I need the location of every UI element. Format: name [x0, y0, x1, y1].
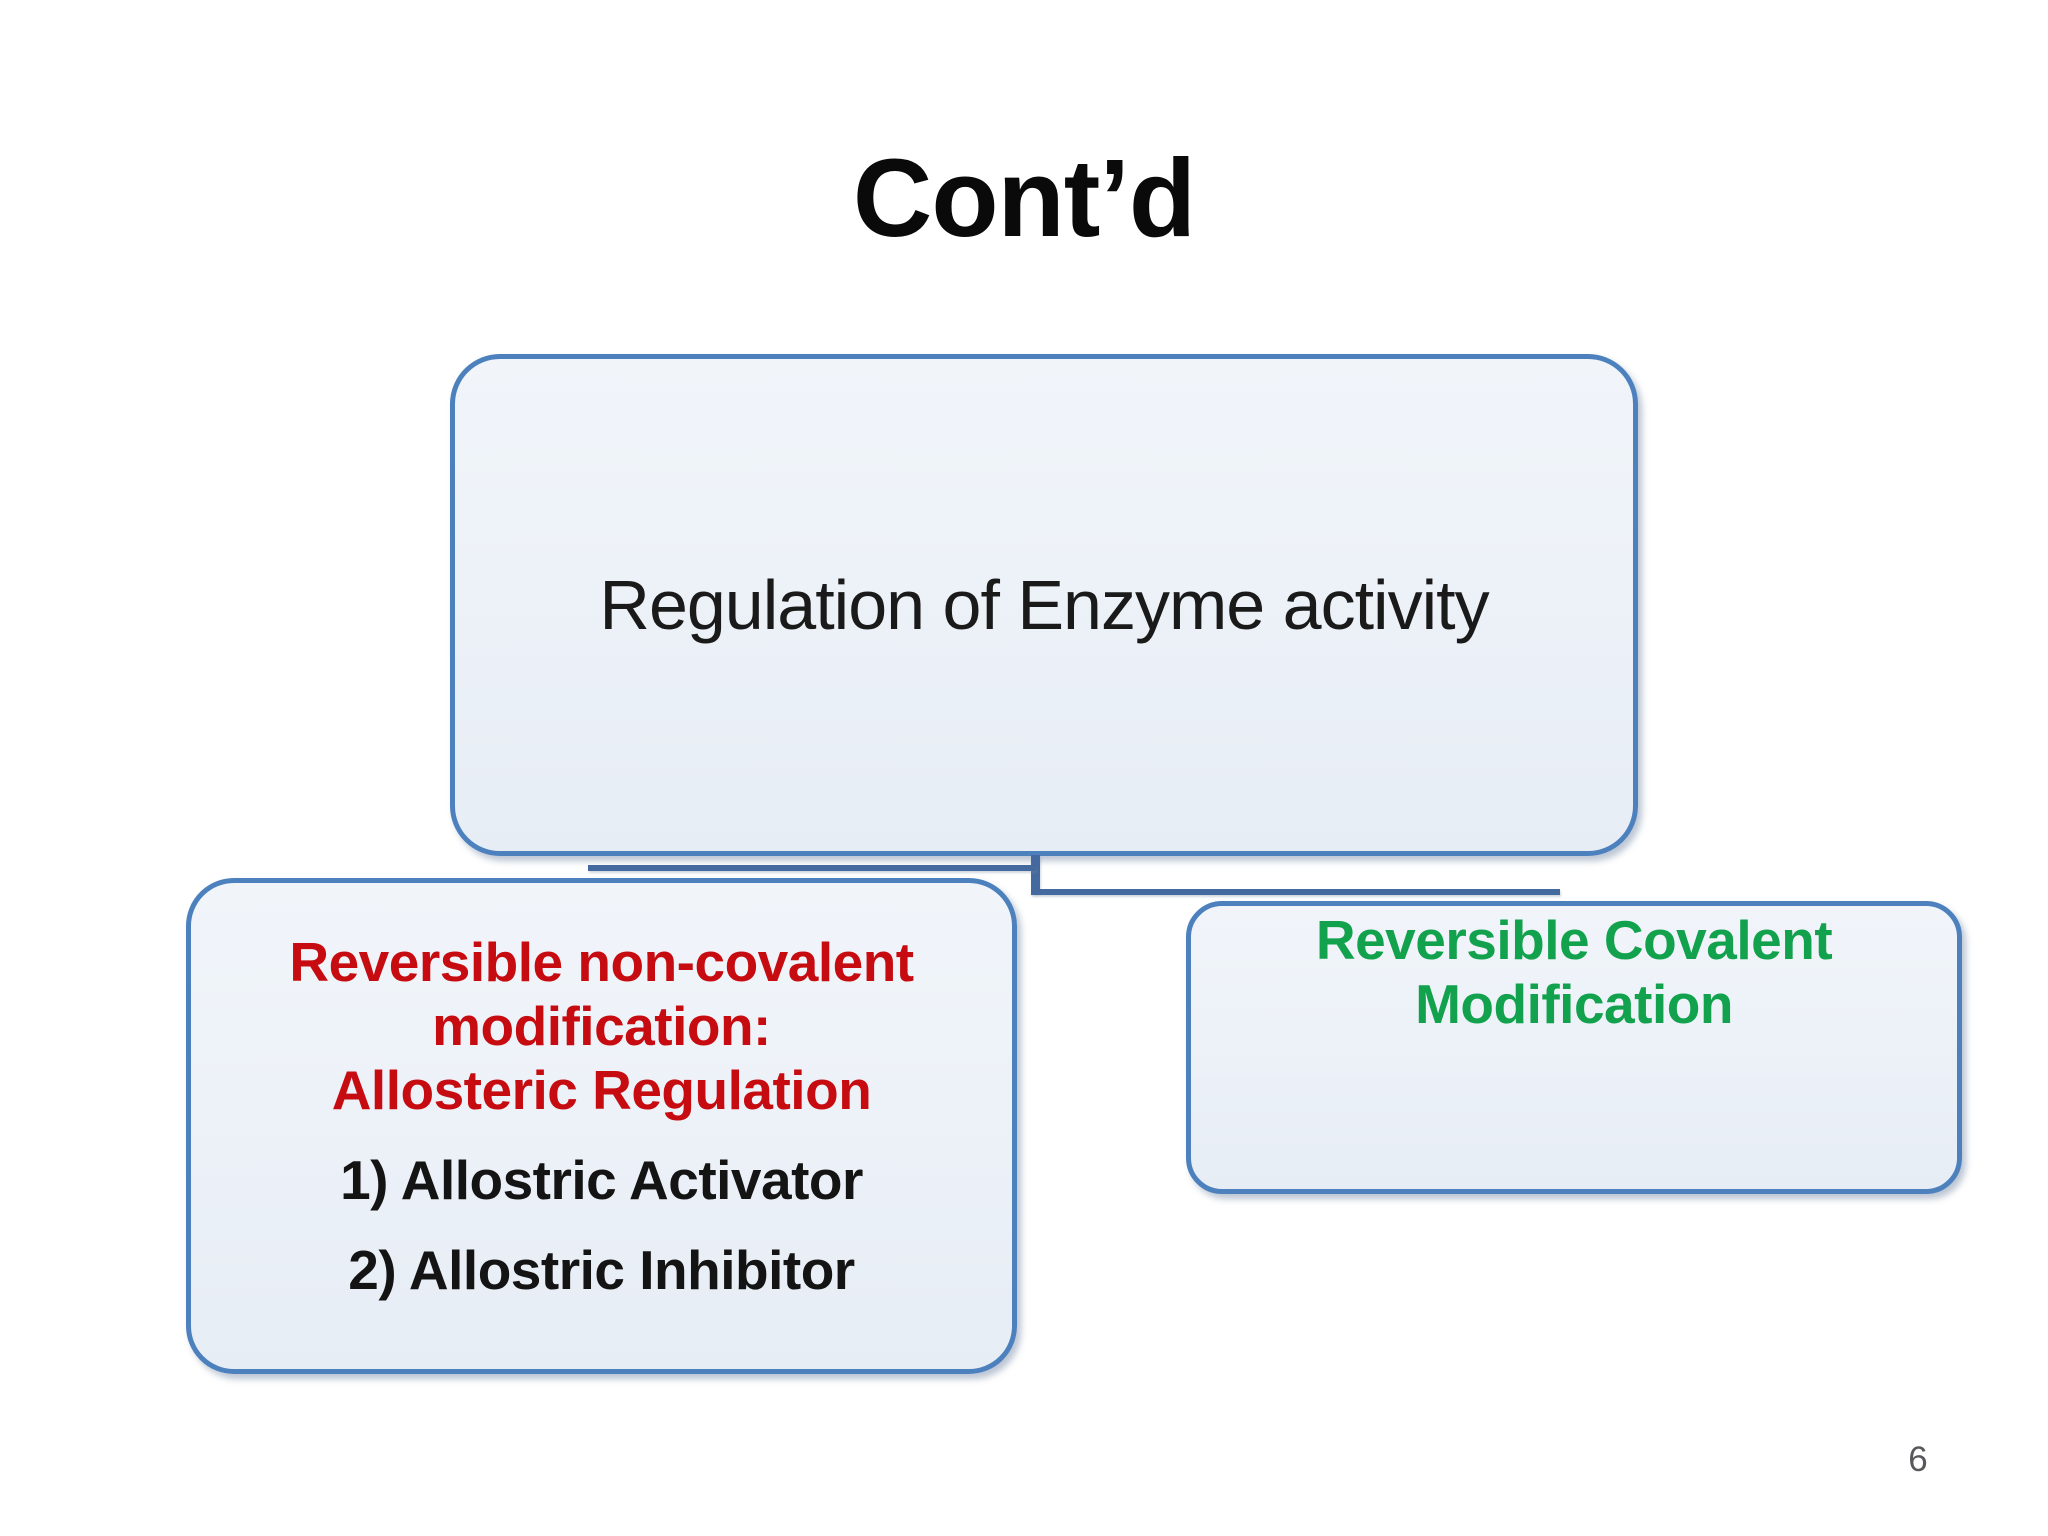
left-box-heading-line: Allosteric Regulation — [331, 1059, 872, 1121]
slide-title: Cont’d — [852, 137, 1196, 260]
left-box-list-item: 2) Allostric Inhibitor — [348, 1239, 855, 1301]
page-number: 6 — [1908, 1440, 1928, 1479]
child-node-covalent: Reversible Covalent Modification — [1186, 901, 1962, 1194]
connector-parent-stub — [1031, 855, 1040, 893]
root-node-label: Regulation of Enzyme activity — [599, 566, 1489, 644]
child-node-noncovalent: Reversible non-covalent modification: Al… — [186, 878, 1017, 1374]
connector-left-branch — [588, 865, 1036, 871]
left-box-heading-line: modification: — [432, 995, 771, 1057]
connector-right-branch — [1031, 889, 1560, 895]
left-box-list-item: 1) Allostric Activator — [340, 1149, 863, 1211]
left-box-heading-line: Reversible non-covalent — [289, 931, 914, 993]
right-box-heading-line: Reversible Covalent — [1315, 909, 1833, 971]
right-box-heading-line: Modification — [1415, 973, 1733, 1035]
root-node-regulation: Regulation of Enzyme activity — [450, 354, 1638, 856]
